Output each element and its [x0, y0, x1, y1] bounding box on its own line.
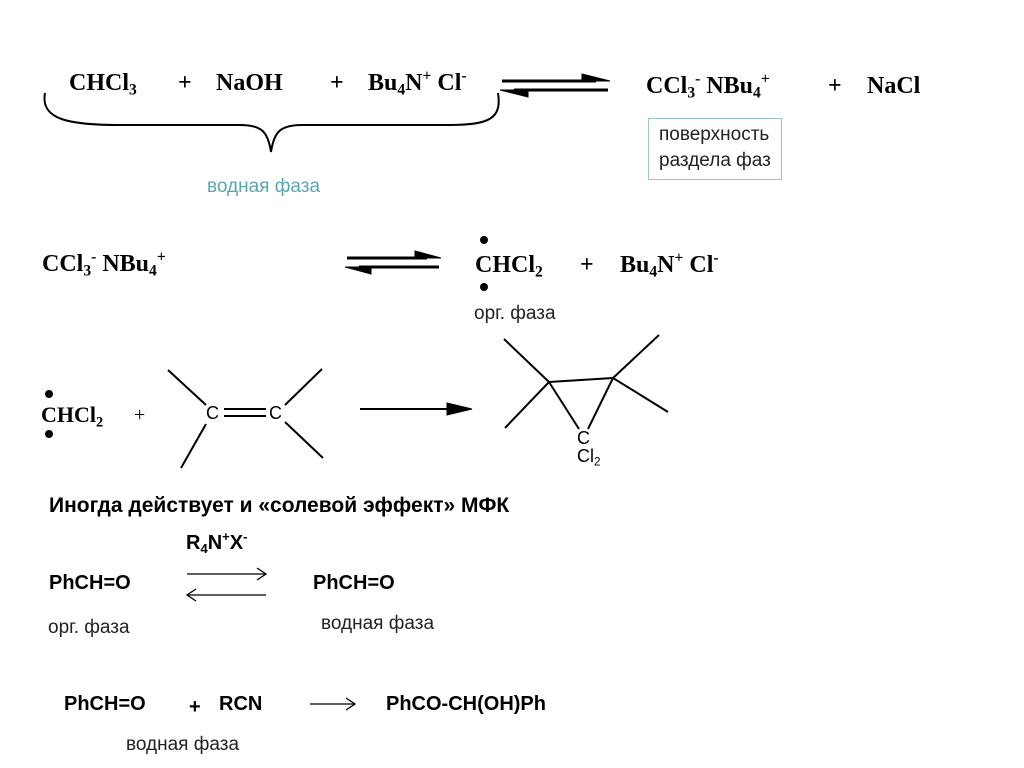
ion-pair-left: CCl3- NBu4+ — [42, 248, 166, 280]
interface-label-line1: поверхность — [659, 124, 770, 145]
reactant-naoh: NaOH — [216, 70, 283, 96]
carbene-reagent: CHCl2 — [41, 402, 104, 431]
reaction-arrow-4 — [310, 697, 357, 711]
plus-sign: + — [828, 73, 842, 99]
aqueous-phase-label: водная фаза — [321, 613, 435, 634]
salt-effect-heading: Иногда действует и «солевой эффект» МФК — [49, 494, 510, 517]
interface-label-box: поверхность раздела фаз — [648, 118, 782, 181]
alkene-bonds — [167, 368, 324, 469]
benzaldehyde-aqueous: PhCH=O — [313, 572, 395, 594]
cyclopropane-bonds — [503, 334, 669, 430]
product-nacl: NaCl — [867, 73, 921, 99]
organic-phase-label: орг. фаза — [474, 303, 556, 324]
aqueous-phase-label: водная фаза — [207, 176, 321, 197]
aqueous-phase-label: водная фаза — [126, 734, 240, 755]
carbene-electron-dot-bottom — [480, 283, 488, 291]
reaction-arrow-3 — [360, 402, 473, 416]
chloroform-formula: CHCl — [69, 70, 129, 96]
carbene-electron-dot-bottom — [45, 430, 53, 438]
carbene-electron-dot-top — [45, 390, 53, 398]
product-ion-pair: CCl3- NBu4+ — [646, 70, 770, 102]
interface-label-line2: раздела фаз — [659, 149, 771, 171]
carbene-electron-dot-top — [480, 236, 488, 244]
plus-sign: + — [580, 252, 594, 278]
aqueous-phase-brace — [43, 92, 500, 153]
reactant-catalyst: Bu4N+ Cl- — [368, 67, 467, 99]
benzaldehyde-organic: PhCH=O — [49, 572, 131, 594]
cyclopropane-dichloro: Cl2 — [577, 446, 601, 469]
salt-catalyst-formula: R4N+X- — [186, 529, 248, 556]
plus-sign: + — [134, 404, 146, 426]
benzaldehyde-reactant: PhCH=O — [64, 693, 146, 715]
plus-sign: + — [330, 70, 344, 96]
dichlorocarbene: CHCl2 — [475, 252, 543, 281]
organic-phase-label: орг. фаза — [48, 617, 130, 638]
equilibrium-arrow-1 — [499, 73, 611, 98]
equilibrium-arrow-2 — [344, 250, 442, 275]
plus-sign: + — [178, 70, 192, 96]
cyanide-reactant: RCN — [219, 693, 263, 715]
alkene-carbon-right: C — [269, 403, 282, 423]
benzoin-product: PhCO-CH(OH)Ph — [386, 693, 546, 715]
reactant-chloroform: CHCl3 — [69, 70, 137, 99]
salt-equilibrium-arrow — [185, 567, 268, 602]
cyclopropane-carbon: C — [577, 428, 590, 448]
alkene-carbon-left: C — [206, 403, 219, 423]
regenerated-catalyst: Bu4N+ Cl- — [620, 249, 719, 281]
plus-sign: + — [189, 696, 201, 718]
